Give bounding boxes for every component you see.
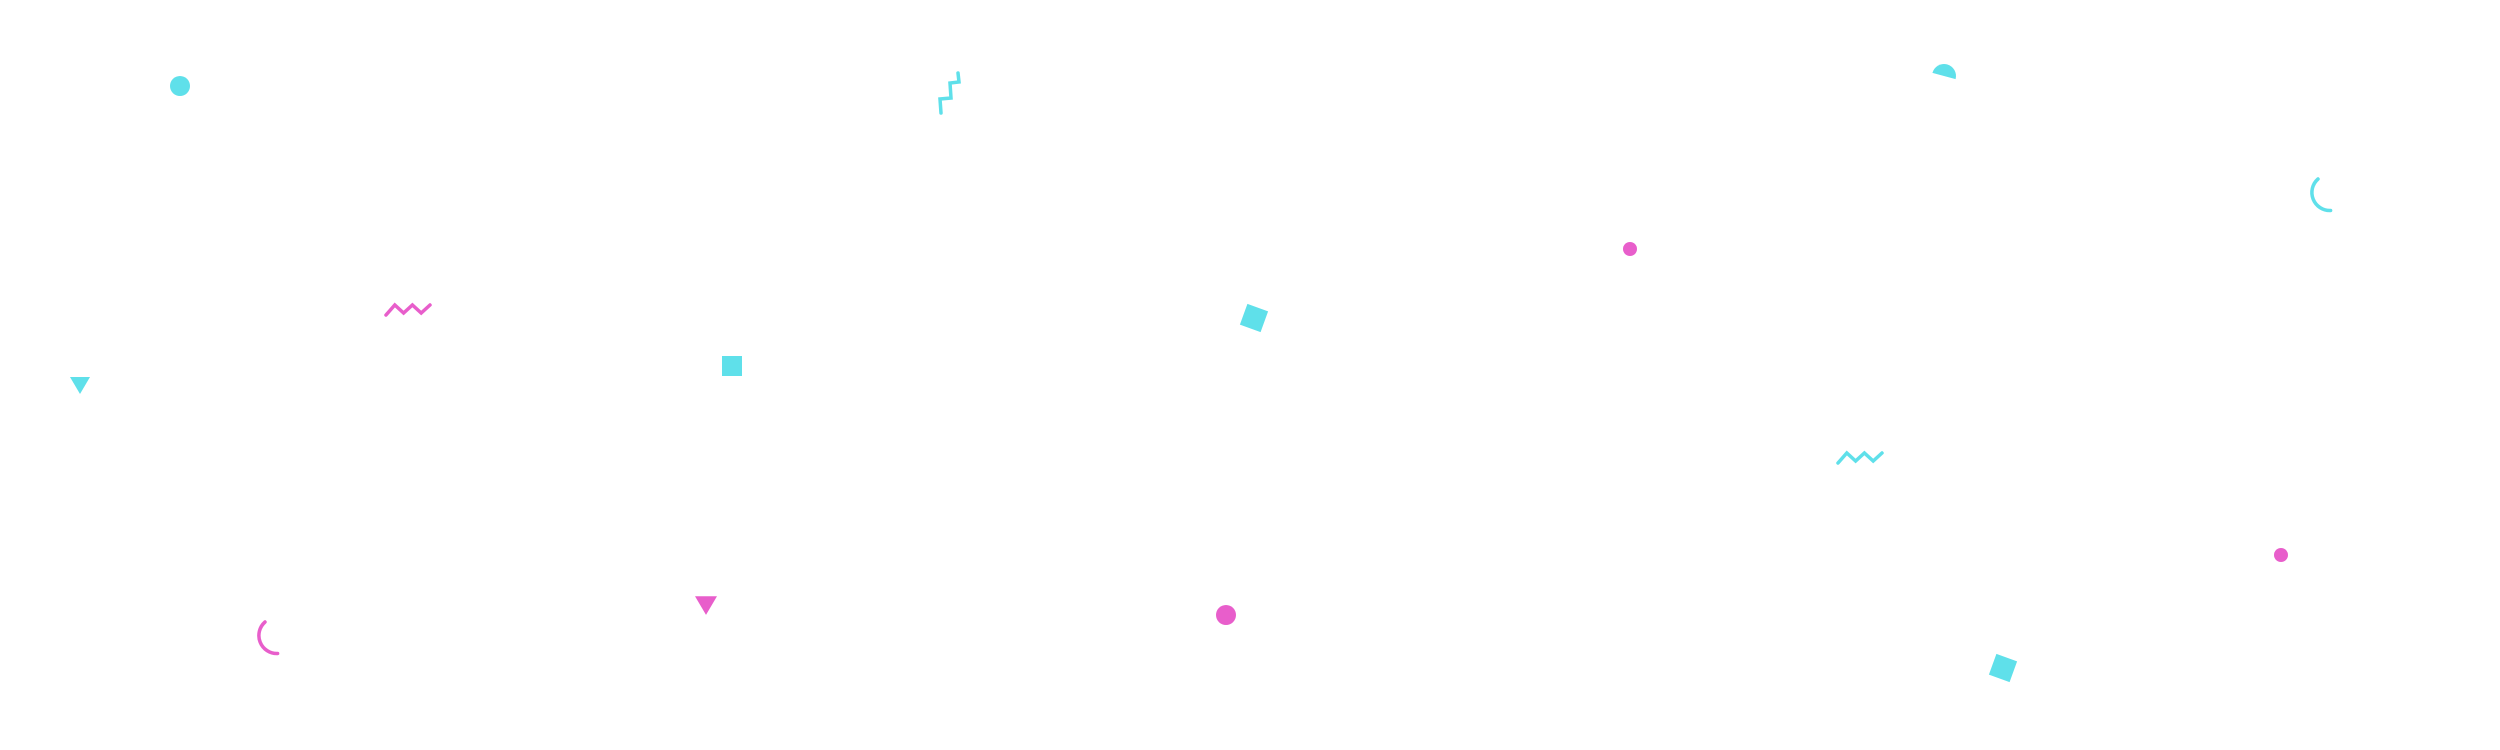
cyan-dot-icon (170, 76, 190, 96)
cyan-square-icon (722, 356, 742, 376)
cyan-tilted-square-icon (1239, 303, 1269, 333)
cyan-arc-icon (2310, 177, 2333, 213)
magenta-dot-icon (1216, 605, 1236, 625)
magenta-triangle-icon (695, 596, 717, 615)
cyan-tilted-square-icon (1988, 653, 2018, 683)
cyan-squiggle-icon (1836, 450, 1884, 465)
cyan-zigzag-icon (938, 71, 961, 115)
magenta-dot-icon (1623, 242, 1637, 256)
cyan-half-disc-icon (1932, 64, 1956, 80)
cyan-triangle-icon (70, 377, 90, 394)
magenta-squiggle-icon (384, 302, 432, 317)
magenta-dot-icon (2274, 548, 2288, 562)
magenta-arc-icon (257, 620, 280, 656)
